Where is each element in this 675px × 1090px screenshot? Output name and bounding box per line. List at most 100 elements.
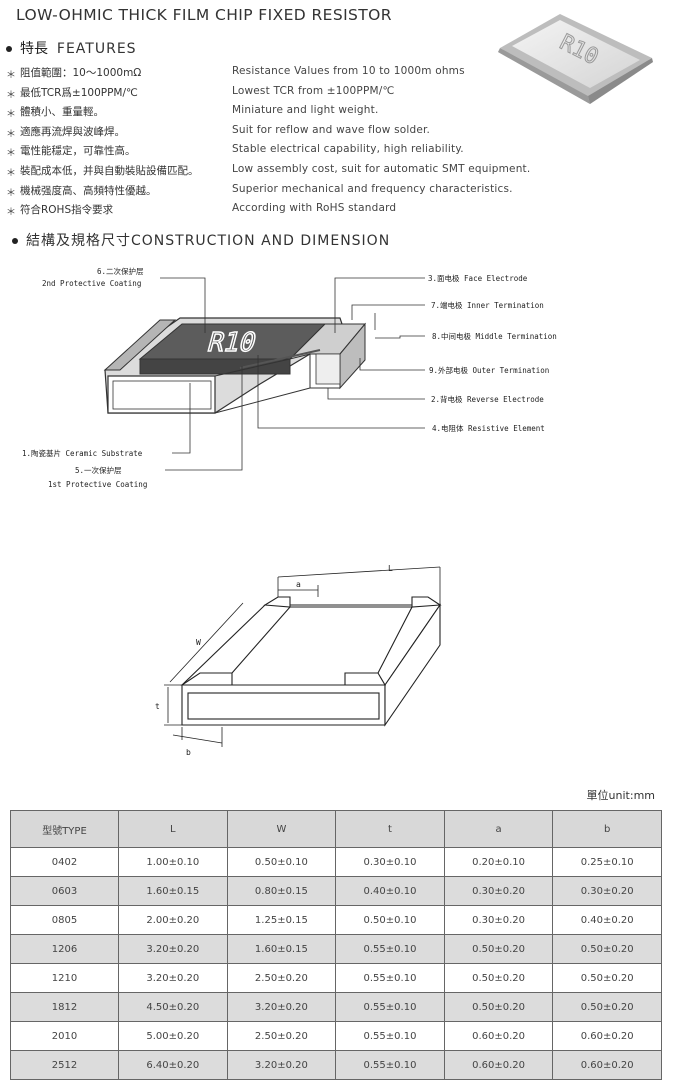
label-protective2-zh: 6.二次保护层 xyxy=(97,266,144,276)
asterisk-icon: ＊ xyxy=(6,207,16,219)
cell-a: 0.50±0.20 xyxy=(443,934,554,964)
cell-L: 4.50±0.20 xyxy=(118,992,228,1022)
features-heading-en: FEATURES xyxy=(56,41,137,57)
feature-en: Stable electrical capability, high relia… xyxy=(232,143,464,156)
page-title: LOW-OHMIC THICK FILM CHIP FIXED RESISTOR xyxy=(16,6,392,24)
cell-L: 5.00±0.20 xyxy=(118,1021,228,1051)
construction-diagram: R10 6.二次保护层 2nd Protective Coating 3.面电极… xyxy=(22,266,557,489)
label-outer-termination: 9.外部电极 Outer Termination xyxy=(429,365,549,375)
col-L: L xyxy=(118,810,228,848)
feature-en: Miniature and light weight. xyxy=(232,104,379,117)
asterisk-icon: ＊ xyxy=(6,187,16,199)
cell-type: 0603 xyxy=(10,876,119,906)
cell-L: 3.20±0.20 xyxy=(118,963,228,993)
col-t: t xyxy=(335,810,445,848)
cell-W: 1.25±0.15 xyxy=(226,905,337,935)
col-a: a xyxy=(443,810,554,848)
asterisk-icon: ＊ xyxy=(6,89,16,101)
cell-b: 0.50±0.20 xyxy=(552,992,662,1022)
cell-b: 0.60±0.20 xyxy=(552,1050,662,1080)
cell-L: 1.00±0.10 xyxy=(118,847,228,877)
cell-b: 0.60±0.20 xyxy=(552,1021,662,1051)
cell-t: 0.55±0.10 xyxy=(335,934,445,964)
label-ceramic-substrate: 1.陶瓷基片 Ceramic Substrate xyxy=(22,448,143,458)
cell-W: 0.50±0.10 xyxy=(226,847,337,877)
cell-a: 0.30±0.20 xyxy=(443,905,554,935)
feature-zh: 體積小、重量輕。 xyxy=(20,106,104,119)
cell-a: 0.20±0.10 xyxy=(443,847,554,877)
feature-item: ＊電性能穩定，可靠性高。Stable electrical capability… xyxy=(6,142,566,162)
cell-L: 2.00±0.20 xyxy=(118,905,228,935)
cell-b: 0.50±0.20 xyxy=(552,963,662,993)
label-resistive-element: 4.电阻体 Resistive Element xyxy=(432,423,545,433)
col-b: b xyxy=(552,810,662,848)
cell-t: 0.50±0.10 xyxy=(335,905,445,935)
cell-a: 0.60±0.20 xyxy=(443,1021,554,1051)
label-protective1-en: 1st Protective Coating xyxy=(48,480,147,489)
features-heading-zh: 特長 xyxy=(20,41,48,57)
feature-zh: 適應再流焊與波峰焊。 xyxy=(20,125,125,138)
feature-en: Suit for reflow and wave flow solder. xyxy=(232,123,431,136)
col-type: 型號TYPE xyxy=(10,810,119,848)
cell-type: 2010 xyxy=(10,1021,119,1051)
feature-item: ＊體積小、重量輕。Miniature and light weight. xyxy=(6,103,566,123)
resistor-chip-image: R10 xyxy=(498,14,653,104)
label-middle-termination: 8.中间电极 Middle Termination xyxy=(432,331,557,341)
cell-a: 0.50±0.20 xyxy=(443,992,554,1022)
cell-W: 2.50±0.20 xyxy=(226,963,337,993)
features-heading: 特長 FEATURES xyxy=(6,38,137,58)
feature-zh: 機械强度高、高頻特性優越。 xyxy=(20,184,157,197)
cell-L: 3.20±0.20 xyxy=(118,934,228,964)
dim-label-L: L xyxy=(388,564,393,573)
label-protective2-en: 2nd Protective Coating xyxy=(42,279,141,288)
cell-type: 0805 xyxy=(10,905,119,935)
cell-a: 0.50±0.20 xyxy=(443,963,554,993)
feature-en: According with RoHS standard xyxy=(232,202,397,215)
cell-W: 1.60±0.15 xyxy=(226,934,337,964)
cell-b: 0.40±0.20 xyxy=(552,905,662,935)
asterisk-icon: ＊ xyxy=(6,167,16,179)
diagram-chip-marking: R10 xyxy=(205,327,260,357)
cell-t: 0.55±0.10 xyxy=(335,1050,445,1080)
cell-type: 1210 xyxy=(10,963,119,993)
feature-item: ＊裝配成本低，并與自動裝貼設備匹配。Low assembly cost, sui… xyxy=(6,162,566,182)
cell-t: 0.55±0.10 xyxy=(335,963,445,993)
cell-t: 0.55±0.10 xyxy=(335,992,445,1022)
cell-type: 1206 xyxy=(10,934,119,964)
cell-type: 1812 xyxy=(10,992,119,1022)
cell-W: 3.20±0.20 xyxy=(226,1050,337,1080)
feature-en: Superior mechanical and frequency charac… xyxy=(232,182,513,195)
feature-zh: 最低TCR爲±100PPM/℃ xyxy=(20,86,138,99)
unit-label: 單位unit:mm xyxy=(586,789,655,802)
col-W: W xyxy=(226,810,337,848)
cell-b: 0.25±0.10 xyxy=(552,847,662,877)
cell-type: 2512 xyxy=(10,1050,119,1080)
cell-a: 0.30±0.20 xyxy=(443,876,554,906)
label-face-electrode: 3.面电极 Face Electrode xyxy=(428,273,528,283)
dimension-diagram: L a W t b xyxy=(155,564,442,757)
asterisk-icon: ＊ xyxy=(6,148,16,160)
label-inner-termination: 7.端电极 Inner Termination xyxy=(431,300,544,310)
dim-label-t: t xyxy=(155,702,160,711)
dim-label-W: W xyxy=(196,638,201,647)
asterisk-icon: ＊ xyxy=(6,70,16,81)
cell-a: 0.60±0.20 xyxy=(443,1050,554,1080)
feature-en: Lowest TCR from ±100PPM/℃ xyxy=(232,84,395,97)
cell-t: 0.30±0.10 xyxy=(335,847,445,877)
cell-b: 0.30±0.20 xyxy=(552,876,662,906)
feature-item: ＊ 機械强度高、高頻特性優越。 Superior mechanical and fr… xyxy=(6,182,566,202)
cell-L: 1.60±0.15 xyxy=(118,876,228,906)
feature-en: Resistance Values from 10 to 1000m ohms xyxy=(232,65,465,77)
table-header-row: 型號TYPE L W t a b xyxy=(10,810,662,848)
label-reverse-electrode: 2.背电极 Reverse Electrode xyxy=(431,394,544,404)
construction-heading-text: 結構及規格尺寸CONSTRUCTION AND DIMENSION xyxy=(26,233,391,249)
bullet-icon xyxy=(12,238,18,244)
